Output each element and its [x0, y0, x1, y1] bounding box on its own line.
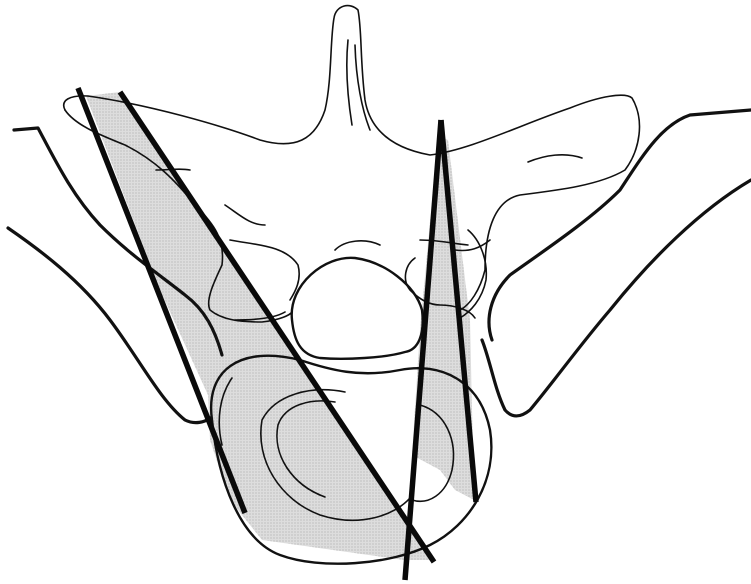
right-rib-lower — [482, 180, 751, 416]
canal-left-wall — [335, 241, 380, 250]
spinous-process-inner — [347, 40, 370, 130]
spinal-canal — [292, 258, 423, 359]
right-rib-upper — [489, 110, 751, 340]
right-screw-corridor-shading — [412, 135, 474, 500]
left-screw-corridor-shading — [86, 92, 430, 560]
